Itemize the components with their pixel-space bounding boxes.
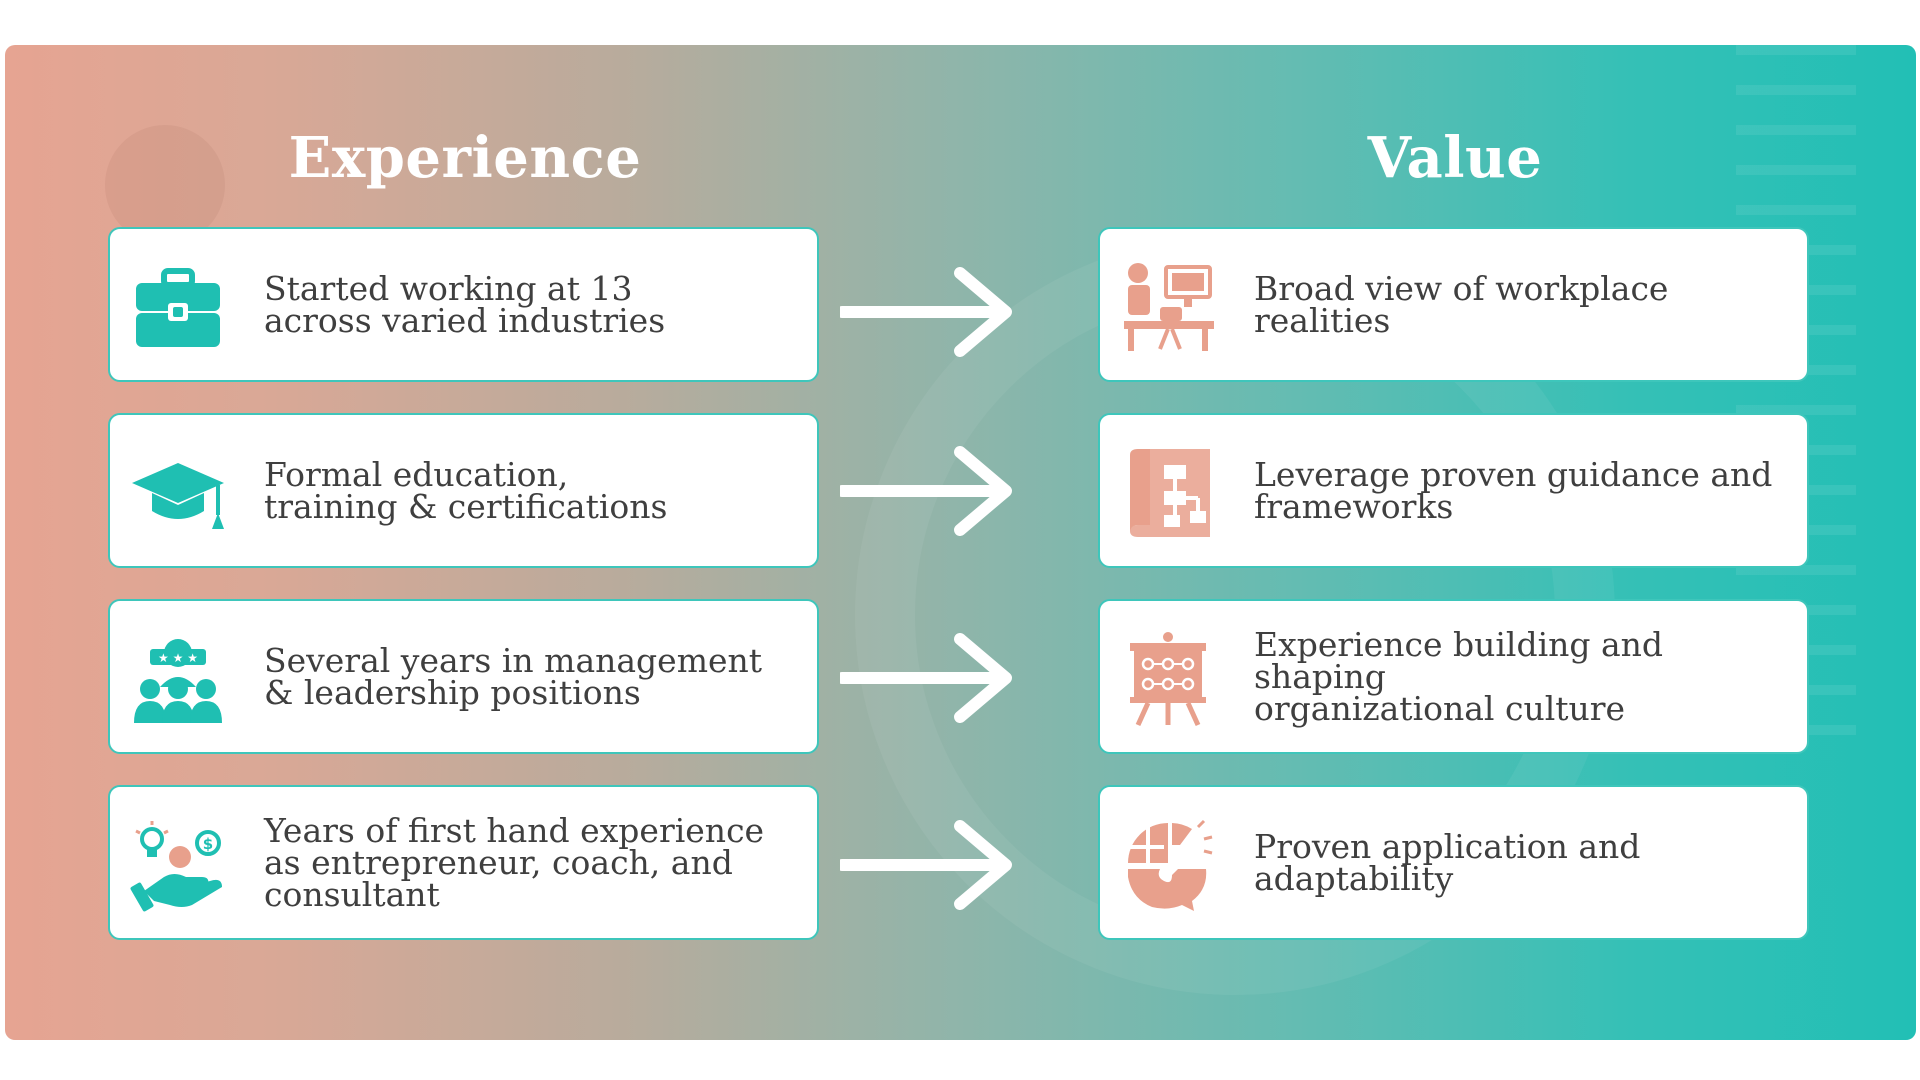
flowchart-blueprint-icon	[1130, 449, 1210, 537]
experience-card-1: Started working at 13 across varied indu…	[108, 227, 819, 382]
value-text-1: Broad view of workplace realities	[1254, 268, 1669, 340]
briefcase-icon	[136, 268, 220, 347]
experience-card-2: Formal education, training & certificati…	[108, 413, 819, 568]
arrow-right-icon	[840, 446, 1012, 536]
background-decor-dot	[105, 125, 225, 245]
arrow-right-icon	[840, 267, 1012, 357]
value-card-1: Broad view of workplace realities	[1098, 227, 1809, 382]
arrow-right-icon	[840, 820, 1012, 910]
experience-text-4: Years of first hand experience as entrep…	[264, 810, 765, 914]
value-text-3: Experience building and shaping organiza…	[1254, 624, 1664, 728]
team-leader-icon: ★ ★ ★	[134, 639, 222, 723]
value-card-3: Experience building and shaping organiza…	[1098, 599, 1809, 754]
experience-card-3: ★ ★ ★ Several years in management & lead…	[108, 599, 819, 754]
svg-text:$: $	[203, 835, 213, 853]
puzzle-speech-icon	[1128, 819, 1213, 911]
idea-money-hand-icon: $	[130, 821, 222, 912]
experience-text-1: Started working at 13 across varied indu…	[264, 268, 666, 340]
value-card-4: Proven application and adaptability	[1098, 785, 1809, 940]
graduation-cap-icon	[132, 463, 224, 529]
workplace-desk-icon	[1124, 263, 1214, 351]
strategy-board-icon	[1130, 632, 1206, 727]
experience-title: Experience	[288, 125, 642, 191]
value-title: Value	[1367, 125, 1543, 191]
value-text-4: Proven application and adaptability	[1254, 826, 1641, 898]
value-text-2: Leverage proven guidance and frameworks	[1254, 454, 1773, 526]
arrow-right-icon	[840, 633, 1012, 723]
experience-text-2: Formal education, training & certificati…	[264, 454, 668, 526]
value-card-2: Leverage proven guidance and frameworks	[1098, 413, 1809, 568]
experience-text-3: Several years in management & leadership…	[264, 640, 763, 712]
experience-card-4: $ Years of first hand experience as entr…	[108, 785, 819, 940]
svg-text:★ ★ ★: ★ ★ ★	[158, 651, 198, 665]
